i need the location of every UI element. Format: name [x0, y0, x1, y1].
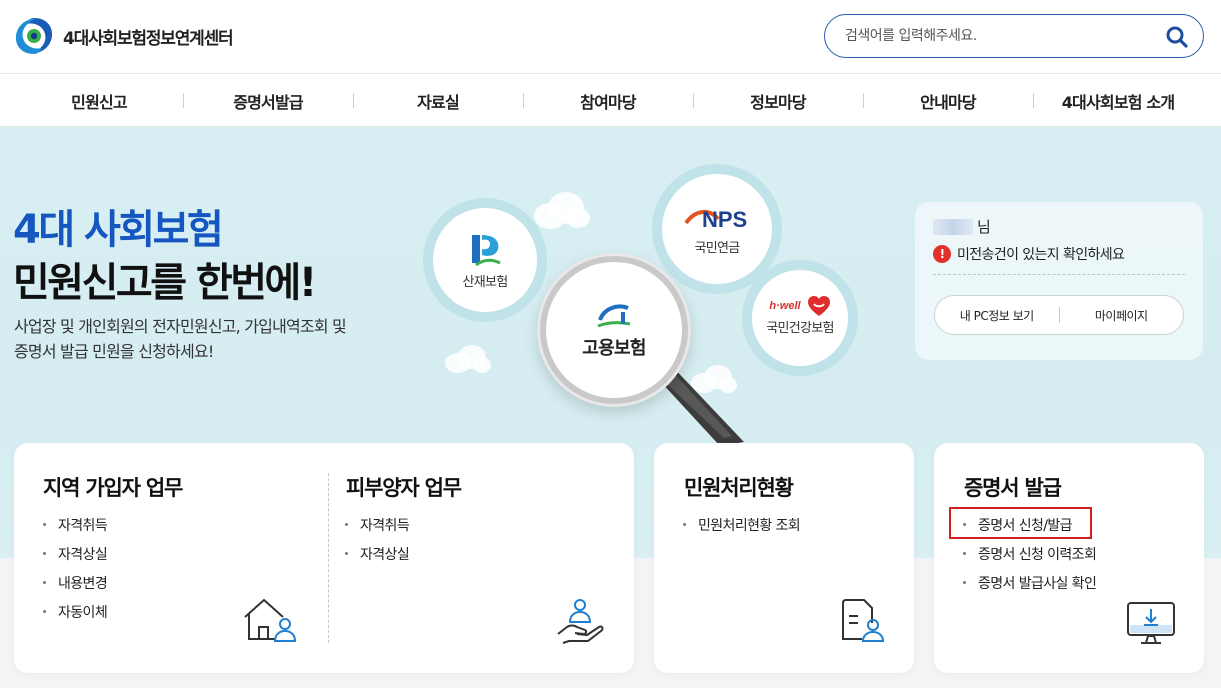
nav-item-participation[interactable]: 참여마당 [580, 93, 636, 112]
circle-health-insurance: h·well 국민건강보험 [752, 270, 848, 366]
dependent-card-title: 피부양자 업무 [346, 476, 462, 500]
house-user-icon [244, 599, 297, 642]
monitor-download-icon [1127, 602, 1175, 644]
nps-logo-text: NPS [702, 207, 747, 232]
circle-industrial-insurance: 산재보험 [433, 208, 537, 312]
nav-item-information[interactable]: 정보마당 [750, 93, 806, 112]
cloud-decoration [691, 365, 737, 393]
card-divider [328, 473, 329, 643]
industrial-insurance-label: 산재보험 [462, 274, 508, 290]
list-item[interactable]: 증명서 신청/발급 [962, 515, 1096, 544]
employment-insurance-label: 고용보험 [582, 338, 646, 359]
hero-desc-line: 증명서 발급 민원을 신청하세요! [14, 342, 214, 361]
hero-title: 4대 사회보험 [13, 207, 224, 253]
hero-subtitle: 민원신고를 한번에! [13, 260, 317, 306]
list-item[interactable]: 내용변경 [42, 573, 108, 602]
main-nav: 민원신고 증명서발급 자료실 참여마당 정보마당 안내마당 4대사회보험 소개 [0, 74, 1221, 127]
regional-task-list: 자격취득 자격상실 내용변경 자동이체 [42, 515, 108, 631]
magnifier-icon: 고용보험 [546, 262, 682, 398]
nav-item-certificate[interactable]: 증명서발급 [233, 93, 303, 112]
cloud-decoration [534, 192, 590, 229]
search-input[interactable] [845, 24, 1155, 48]
highlight-box [949, 507, 1092, 539]
list-item[interactable]: 자동이체 [42, 602, 108, 631]
user-button-group: 내 PC정보 보기 마이페이지 [934, 295, 1184, 335]
nav-item-library[interactable]: 자료실 [417, 93, 460, 112]
heart-icon [807, 295, 830, 316]
my-page-button[interactable]: 마이페이지 [1094, 308, 1148, 323]
list-item[interactable]: 증명서 신청 이력조회 [962, 544, 1097, 573]
health-logo: h·well [769, 295, 830, 317]
dependent-task-list: 자격취득 자격상실 [344, 515, 410, 573]
card-subscriber-tasks [14, 443, 634, 673]
alert-icon: ! [933, 245, 951, 263]
unsent-alert: ! 미전송건이 있는지 확인하세요 [933, 244, 1125, 264]
nav-item-guide[interactable]: 안내마당 [920, 93, 976, 112]
certificate-card-title: 증명서 발급 [964, 476, 1062, 500]
card-civil-status [654, 443, 914, 673]
status-task-list: 민원처리현황 조회 [682, 515, 801, 544]
magnifier-handle [648, 364, 744, 446]
list-item[interactable]: 자격상실 [42, 544, 108, 573]
nav-item-about[interactable]: 4대사회보험 소개 [1061, 93, 1175, 112]
nav-separator [183, 93, 184, 108]
my-pc-info-button[interactable]: 내 PC정보 보기 [959, 308, 1034, 323]
button-separator [1058, 307, 1060, 323]
health-insurance-label: 국민건강보험 [766, 320, 834, 336]
site-logo-icon [15, 18, 53, 54]
national-pension-label: 국민연금 [694, 240, 740, 256]
nav-item-civil-report[interactable]: 민원신고 [71, 93, 127, 112]
nav-separator [863, 93, 864, 108]
user-greeting: 님 [933, 216, 991, 237]
unsent-alert-text: 미전송건이 있는지 확인하세요 [957, 247, 1125, 263]
nps-logo-icon: NPS [684, 207, 747, 232]
site-title: 4대사회보험정보연계센터 [63, 28, 234, 49]
cloud-decoration [445, 345, 491, 373]
list-item[interactable]: 자격취득 [344, 515, 410, 544]
health-logo-text: h·well [769, 299, 801, 312]
nav-separator [523, 93, 524, 108]
nav-separator [1033, 93, 1034, 108]
nav-separator [353, 93, 354, 108]
list-item[interactable]: 증명서 발급사실 확인 [962, 573, 1097, 602]
nav-separator [693, 93, 694, 108]
document-user-icon [842, 599, 885, 642]
site-header: 4대사회보험정보연계센터 [0, 0, 1221, 74]
site-logo[interactable]: 4대사회보험정보연계센터 [14, 16, 234, 56]
circle-national-pension: NPS 국민연금 [662, 174, 772, 284]
certificate-task-list: 증명서 신청/발급 증명서 신청 이력조회 증명서 발급사실 확인 [962, 515, 1097, 602]
hand-user-icon [557, 599, 604, 644]
divider [933, 274, 1185, 275]
employment-insurance-logo-icon [597, 304, 631, 328]
search-icon[interactable] [1165, 25, 1189, 49]
user-name-masked [933, 218, 973, 235]
hero-description: 사업장 및 개인회원의 전자민원신고, 가입내역조회 및 증명서 발급 민원을 … [14, 314, 347, 364]
user-name-suffix: 님 [977, 218, 991, 236]
user-info-panel: 님 ! 미전송건이 있는지 확인하세요 내 PC정보 보기 마이페이지 [915, 202, 1203, 360]
list-item[interactable]: 민원처리현황 조회 [682, 515, 801, 544]
search-box [824, 14, 1204, 58]
regional-card-title: 지역 가입자 업무 [43, 476, 183, 500]
hero-desc-line: 사업장 및 개인회원의 전자민원신고, 가입내역조회 및 [14, 317, 347, 336]
status-card-title: 민원처리현황 [684, 476, 794, 500]
list-item[interactable]: 자격상실 [344, 544, 410, 573]
list-item[interactable]: 자격취득 [42, 515, 108, 544]
industrial-insurance-logo-icon [472, 234, 501, 266]
